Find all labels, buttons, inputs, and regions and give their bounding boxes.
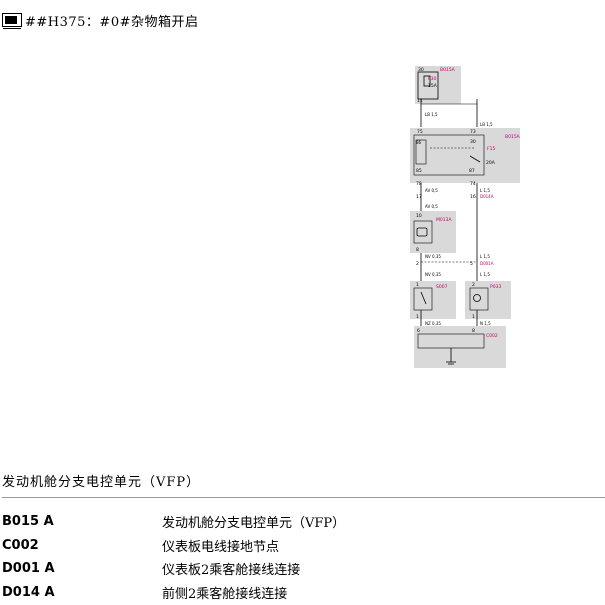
component-description: 仪表板电线接地节点 <box>162 539 280 555</box>
ground-pin-left: 6 <box>417 328 420 334</box>
fuse-rating: 15A <box>428 83 438 89</box>
relay-pin-86: 86 <box>416 140 422 145</box>
lamp-pin-bottom: 1 <box>472 314 475 320</box>
wire-code-g: D001A <box>480 261 494 266</box>
fuse-box-code: B015A <box>440 67 456 73</box>
fuse-icon <box>423 75 431 87</box>
relay-pin-30: 30 <box>470 139 476 145</box>
wire-label-f: NV 0,35 <box>425 254 441 259</box>
relay-pin-75: 75 <box>417 129 423 135</box>
switch-box-shade <box>410 281 456 319</box>
wire-label-b: LB 1,5 <box>480 122 493 127</box>
ecu-chip-icon <box>416 227 428 237</box>
component-code: B015 A <box>2 514 54 530</box>
lamp-frame <box>469 287 489 311</box>
switch-pin-bottom: 1 <box>416 314 419 320</box>
component-code: D014 A <box>2 584 55 600</box>
wire-label-a: LB 1,5 <box>425 112 438 117</box>
page-header: ##H375：#0#杂物箱开启 <box>2 9 199 31</box>
relay-box-shade <box>410 128 520 183</box>
pin-16: 16 <box>470 194 476 200</box>
list-item: C002 仪表板电线接地节点 <box>2 534 602 558</box>
wire-label-c: AV 0,5 <box>425 188 438 193</box>
relay-pin-85: 85 <box>416 168 422 174</box>
relay-box-code: B015A <box>505 134 521 140</box>
component-code: C002 <box>2 537 39 553</box>
switch-contact-icon <box>420 291 427 305</box>
relay-frame <box>413 134 485 176</box>
ground-code: C002 <box>486 333 498 339</box>
divider <box>2 497 605 498</box>
pin-2: 2 <box>416 261 419 267</box>
component-code-list: B015 A 发动机舱分支电控单元（VFP） C002 仪表板电线接地节点 D0… <box>2 510 602 604</box>
ecu-box-shade <box>410 211 456 253</box>
relay-name: F15 <box>487 146 495 152</box>
wire-label-g: L 1,5 <box>480 254 490 259</box>
list-item: D001 A 仪表板2乘客舱接线连接 <box>2 557 602 581</box>
wire-label-i: L 1,5 <box>480 272 490 277</box>
switch-code: S007 <box>436 284 448 290</box>
wire-code-d: D014A <box>480 194 494 199</box>
relay-pin-87: 87 <box>469 168 475 174</box>
ecu-pin-top: 10 <box>416 213 422 219</box>
relay-rating: 20A <box>486 160 496 166</box>
document-icon[interactable] <box>2 13 22 29</box>
component-description: 发动机舱分支电控单元（VFP） <box>162 516 346 532</box>
pin-5: 5 <box>470 261 473 267</box>
ecu-code: M013A <box>436 217 452 223</box>
switch-frame <box>413 287 433 311</box>
lamp-bulb-icon <box>473 294 481 302</box>
ecu-frame <box>413 220 433 244</box>
relay-coil-icon <box>415 139 427 165</box>
pin-17: 17 <box>416 194 422 200</box>
component-code: D001 A <box>2 561 55 577</box>
wire-label-j: NZ 0,35 <box>425 321 441 326</box>
list-item: D014 A 前侧2乘客舱接线连接 <box>2 581 602 605</box>
component-description: 前侧2乘客舱接线连接 <box>162 586 288 602</box>
component-description: 仪表板2乘客舱接线连接 <box>162 563 301 579</box>
switch-pin-top: 1 <box>416 282 419 288</box>
relay-pin-78: 78 <box>416 181 422 187</box>
wire-label-h: NV 0,35 <box>425 272 441 277</box>
lamp-pin-top: 2 <box>472 282 475 288</box>
section-title: 发动机舱分支电控单元（VFP） <box>2 475 201 490</box>
relay-pin-73: 73 <box>470 129 476 135</box>
relay-switch-icon <box>469 155 481 163</box>
ground-pin-right: 8 <box>472 328 475 334</box>
wire-label-e: AV 0,5 <box>425 204 438 209</box>
fuse-frame <box>417 71 439 100</box>
wire-label-d: L 1,5 <box>480 188 490 193</box>
ecu-pin-bottom: 8 <box>416 247 419 253</box>
fuse-pin-bottom: 11 <box>417 98 423 104</box>
fuse-pin-top: 30 <box>418 67 424 73</box>
list-item: B015 A 发动机舱分支电控单元（VFP） <box>2 510 602 534</box>
page-title: ##H375：#0#杂物箱开启 <box>25 14 199 30</box>
wire-label-k: N 1,5 <box>480 321 491 326</box>
fuse-name: F30 <box>428 76 436 82</box>
lamp-code: P033 <box>490 284 501 290</box>
ground-box-shade <box>414 326 506 368</box>
relay-pin-74: 74 <box>470 181 476 187</box>
